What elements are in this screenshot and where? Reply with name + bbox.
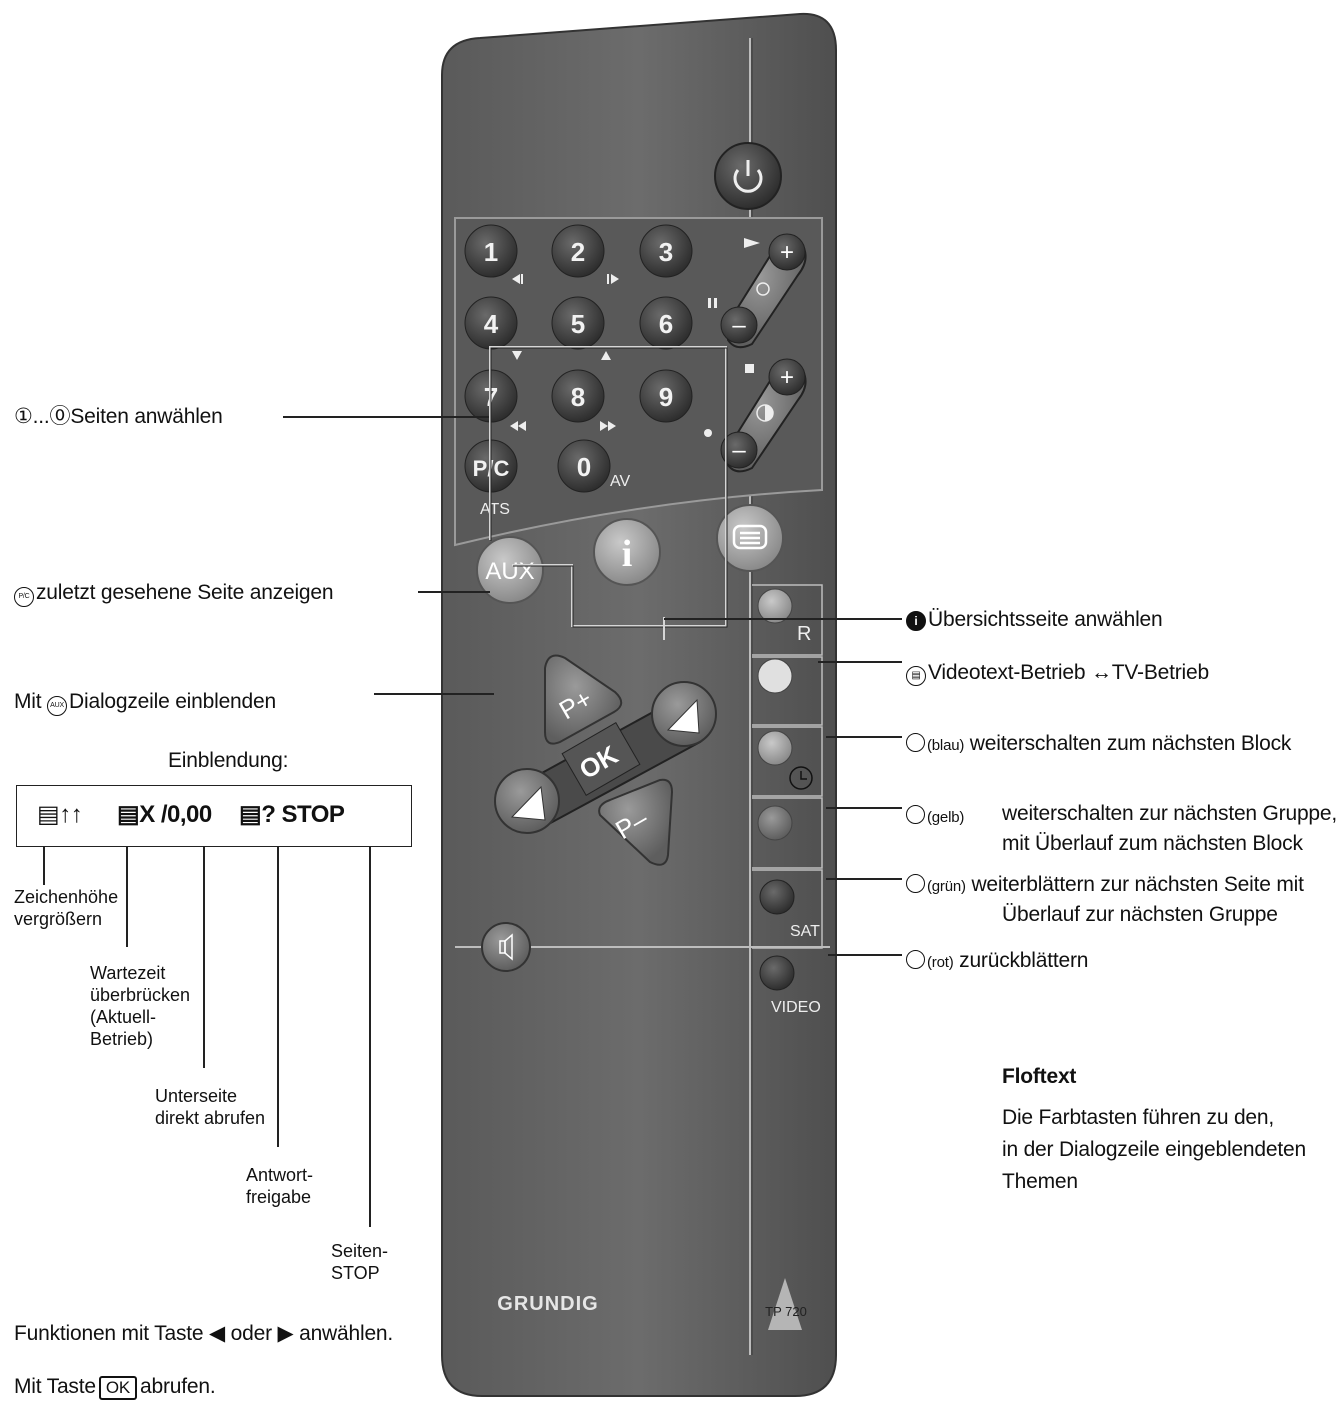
transport-icons (510, 238, 760, 437)
floftext-line3: Themen (1002, 1170, 1078, 1193)
digit-5-button[interactable] (551, 296, 605, 350)
pc-glyph-icon: P/C (14, 587, 34, 607)
digit-label: 3 (659, 237, 673, 267)
teletext-glyph-icon: ▤ (117, 801, 140, 828)
callout-frame (489, 346, 727, 627)
brightness-rocker[interactable]: + – (720, 233, 807, 349)
clock-icon (789, 766, 813, 790)
videotext-label: ▤Videotext-Betrieb ↔TV-Betrieb (906, 660, 1209, 686)
colour-key-glyph-icon (906, 950, 925, 969)
floftext-line1: Die Farbtasten führen zu den, (1002, 1106, 1275, 1129)
wait-item: ▤X /0,00 (117, 801, 212, 828)
rot-label: (rot) zurückblättern (906, 948, 1088, 976)
gruen-label: (grün) weiterblättern zur nächsten Seite… (906, 872, 1304, 900)
aux-button[interactable]: AUX (476, 536, 544, 604)
digit-8-button[interactable] (551, 369, 605, 423)
av-label: AV (610, 473, 630, 490)
svg-text:–: – (732, 312, 746, 339)
mute-button[interactable] (481, 922, 531, 972)
video-button[interactable] (759, 955, 795, 991)
aux-label: AUX (485, 558, 534, 585)
digit-3-button[interactable] (639, 224, 693, 278)
right-arrow-glyph-icon: ▶ (277, 1322, 294, 1345)
colour-key-glyph-icon (906, 805, 925, 824)
r-label: R (797, 623, 811, 645)
teletext-glyph-icon: ▤ (37, 801, 60, 828)
teletext-icon (732, 524, 768, 550)
gelb-label: weiterschalten zur nächsten Gruppe,mit Ü… (1002, 802, 1338, 855)
p-minus-button[interactable]: P– (598, 778, 674, 866)
digit-range-glyph: ①...⓪ (14, 405, 71, 428)
svg-text:–: – (732, 437, 746, 464)
digit-9-button[interactable] (639, 369, 693, 423)
colour-key-glyph-icon (906, 874, 925, 893)
green-key[interactable] (757, 658, 793, 694)
seiten-stop-label: Seiten-STOP (331, 1241, 389, 1283)
video-label: VIDEO (771, 999, 821, 1016)
digit-2-button[interactable] (551, 224, 605, 278)
aux-glyph-icon: AUX (47, 696, 68, 716)
speaker-icon (499, 933, 513, 961)
digit-label: 6 (659, 309, 673, 339)
yellow-key[interactable] (757, 730, 793, 766)
model-label: TP 720 (765, 1304, 807, 1319)
ok-key-glyph: OK (98, 1376, 138, 1400)
char-height-item: ▤↑↑ (37, 801, 83, 828)
right-arrow-button[interactable] (651, 681, 717, 747)
digit-label: 0 (577, 452, 591, 482)
digit-label: 1 (484, 237, 498, 267)
blue-key[interactable] (757, 805, 793, 841)
digit-label: 8 (571, 382, 585, 412)
einblendung-label: Einblendung: (168, 749, 289, 772)
power-icon (733, 160, 763, 193)
teletext-glyph-icon: ▤ (906, 666, 926, 686)
teletext-button[interactable] (716, 504, 784, 572)
dialog-line-display: ▤↑↑ ▤X /0,00 ▤? STOP (16, 785, 412, 847)
teletext-glyph-icon: ▤ (239, 801, 262, 828)
svg-text:+: + (780, 364, 794, 391)
left-arrow-button[interactable] (494, 768, 560, 834)
digit-label: 5 (571, 309, 585, 339)
svg-text:+: + (780, 239, 794, 266)
contrast-rocker[interactable]: + – (720, 358, 807, 473)
info-glyph-icon: i (906, 611, 926, 631)
sat-button[interactable] (759, 879, 795, 915)
colour-key-glyph-icon (906, 733, 925, 752)
answer-stop-item: ▤? STOP (239, 801, 345, 828)
antwort-label: Antwort-freigabe (246, 1165, 314, 1207)
ats-label: ATS (480, 501, 510, 518)
digit-6-button[interactable] (639, 296, 693, 350)
funktionen-line: Funktionen mit Taste ◀ oder ▶ anwählen. (14, 1322, 394, 1345)
digit-label: 9 (659, 382, 673, 412)
digit-1-button[interactable] (464, 224, 518, 278)
floftext-title: Floftext (1002, 1065, 1077, 1088)
blau-label: (blau) weiterschalten zum nächsten Block (906, 731, 1291, 759)
red-key[interactable] (757, 588, 793, 624)
model-triangle-icon (768, 1278, 802, 1330)
floftext-line2: in der Dialogzeile eingeblendeten (1002, 1138, 1306, 1161)
digit-0-button[interactable] (557, 439, 611, 493)
select-pages-label: ①...⓪Seiten anwählen (14, 405, 223, 428)
gruen-label-2: Überlauf zur nächsten Gruppe (1002, 903, 1278, 926)
digit-label: 2 (571, 237, 585, 267)
digit-label: 4 (484, 309, 499, 339)
info-button[interactable]: i (593, 518, 661, 586)
gelb-label-tag: (gelb) (906, 803, 964, 831)
p-plus-button[interactable]: P+ (544, 654, 623, 745)
callout-frame-shadow (490, 347, 728, 628)
brand-logo: GRUNDIG (497, 1293, 598, 1315)
info-icon: i (622, 533, 633, 575)
left-arrow-glyph-icon: ◀ (209, 1322, 225, 1345)
sat-label: SAT (790, 923, 820, 940)
